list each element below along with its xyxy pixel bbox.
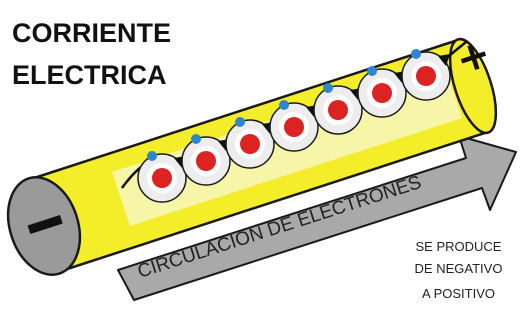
nucleus	[284, 117, 304, 137]
title-line-1: CORRIENTE	[12, 18, 172, 48]
negative-sign-icon	[27, 214, 63, 235]
nucleus	[196, 151, 216, 171]
nucleus	[416, 66, 436, 86]
electron	[279, 100, 289, 110]
note-line-3: A POSITIVO	[422, 286, 495, 301]
nucleus	[152, 168, 172, 188]
electron	[323, 83, 333, 93]
electron	[147, 151, 157, 161]
nucleus	[372, 83, 392, 103]
note-line-2: DE NEGATIVO	[414, 261, 503, 276]
flow-arrowhead-icon	[438, 54, 450, 66]
note-line-1: SE PRODUCE	[415, 239, 502, 254]
positive-cap	[448, 37, 498, 135]
electron	[411, 49, 421, 59]
nucleus	[328, 100, 348, 120]
atoms-group	[120, 41, 467, 203]
electron	[367, 66, 377, 76]
electron	[191, 134, 201, 144]
nucleus	[240, 134, 260, 154]
electron	[235, 117, 245, 127]
title-line-2: ELECTRICA	[12, 60, 167, 90]
